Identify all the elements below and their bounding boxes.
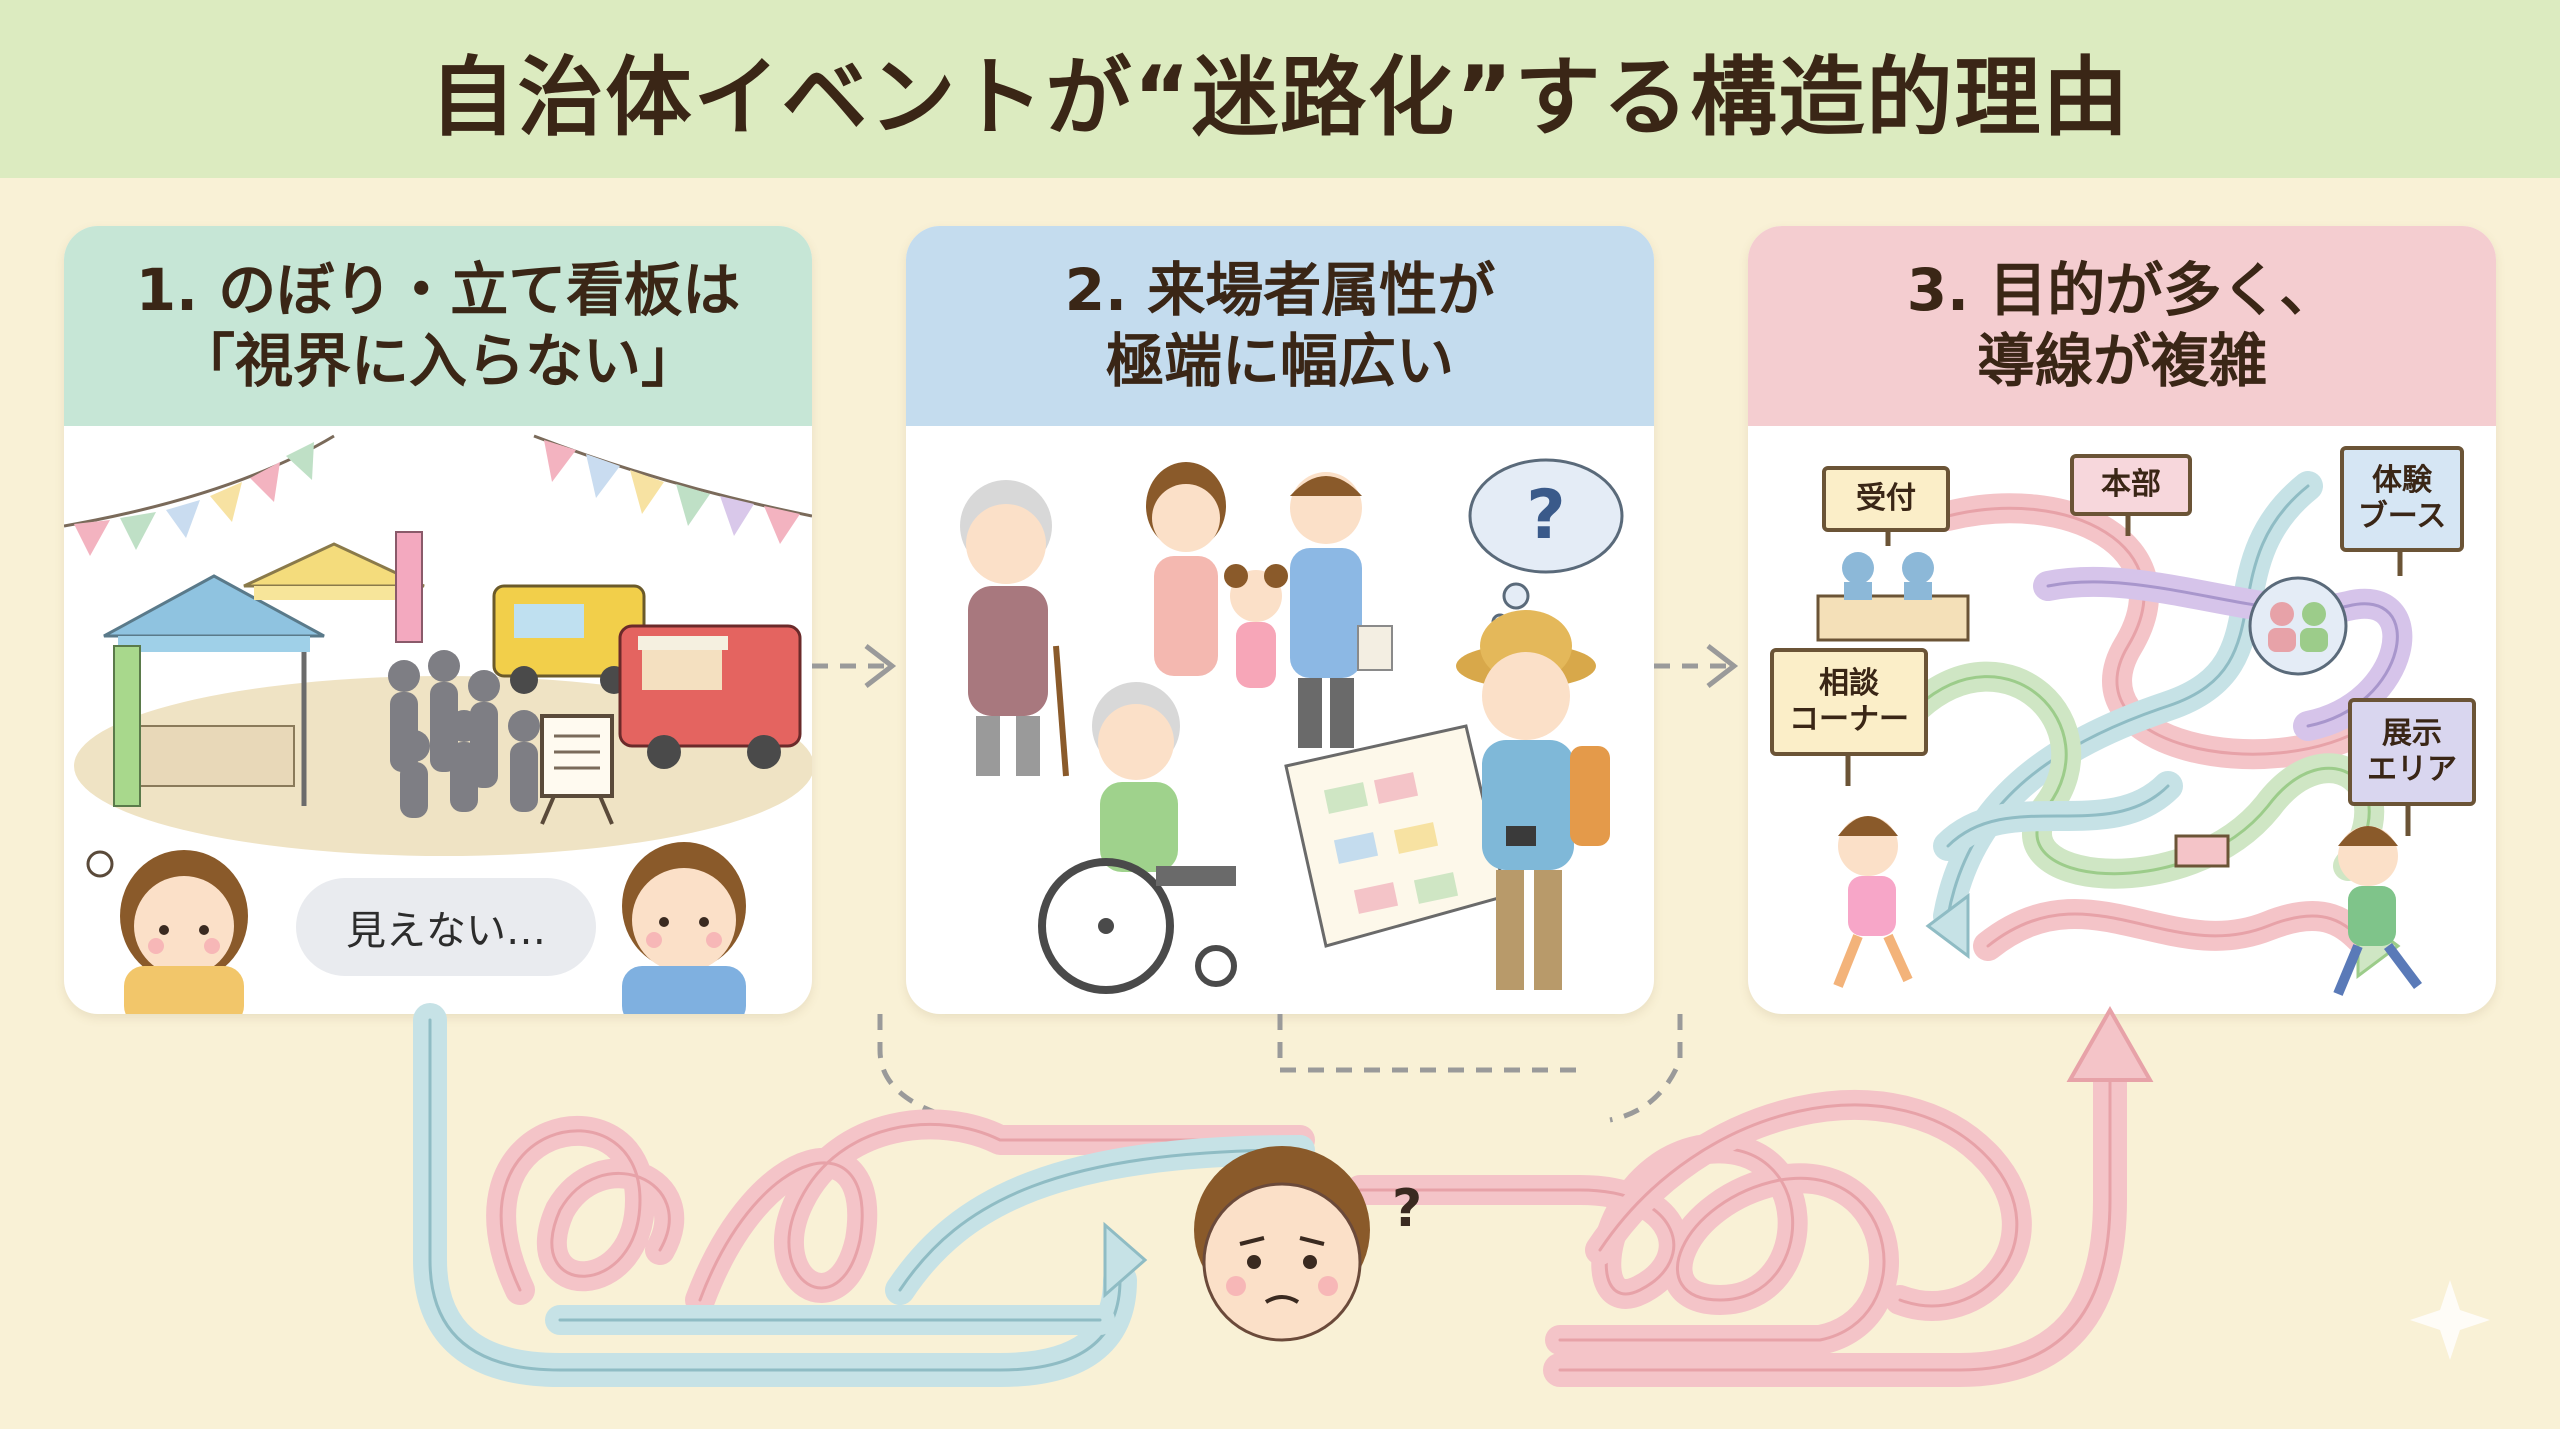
sign-exhibition-area-line-1: 展示 [2382,716,2442,751]
wheelchair-user-icon [1038,682,1237,994]
panel-2-heading: 2. 来場者属性が 極端に幅広い [906,226,1654,426]
confused-girl-icon [86,850,248,1014]
elderly-person-icon [960,480,1069,777]
thought-bubble-icon: ? [1468,458,1624,631]
visitors-illustration: ? [960,458,1624,994]
confused-face-icon [1194,1146,1370,1342]
bottom-maze-icon [413,1003,2127,1387]
running-girl-icon [1833,816,1913,988]
sign-exhibition-area: 展示 エリア [2348,698,2476,806]
crowd-icon [388,650,540,818]
dashed-connectors [877,1014,1683,1123]
maze-paths-illustration [1816,471,2422,996]
panel-2-heading-line-2: 極端に幅広い [1105,327,1454,395]
running-boy-icon [2333,826,2422,996]
panel-1-heading-line-2: 「視界に入らない」 [176,327,699,395]
title-band: 自治体イベントが“迷路化”する構造的理由 [0,0,2560,178]
reception-desk-icon [1816,552,1970,642]
maze-arrow-up-icon [2066,1005,2154,1082]
sign-reception: 受付 [1822,466,1950,532]
signboard-icon [540,714,614,825]
panel-3-heading-line-1: 3. 目的が多く、 [1906,256,2338,325]
table-icon [2174,834,2230,868]
thought-question-mark: ? [1526,476,1565,555]
panel-2-illustration: ? [906,426,1654,1014]
panel-1-heading: 1. のぼり・立て看板は 「視界に入らない」 [64,226,812,426]
sign-exhibition-area-line-2: エリア [2367,752,2457,787]
panel-1-heading-line-1: 1. のぼり・立て看板は [135,256,741,325]
speech-bubble: 見えない… [296,878,596,976]
food-truck-icon [492,584,802,769]
panel-3-heading-line-2: 導線が複雑 [1976,327,2267,395]
maze-arrow-right-icon [1103,1221,1148,1299]
sign-headquarters-label: 本部 [2101,467,2161,502]
sign-consultation-corner: 相談 コーナー [1770,648,1928,756]
sign-experience-booth-line-1: 体験 [2372,463,2432,498]
sign-consultation-corner-line-1: 相談 [1819,666,1879,701]
maze-paths-icon [1903,471,2413,961]
page-title: 自治体イベントが“迷路化”する構造的理由 [429,47,2131,148]
panel-3-illustration: 受付 本部 体験 ブース 相談 コーナー 展示 エリア [1748,426,2496,1014]
panel-3-heading: 3. 目的が多く、 導線が複雑 [1748,226,2496,426]
arrow-right-icon [1706,644,1739,688]
tourist-with-map-icon [1456,610,1610,990]
sign-headquarters: 本部 [2070,454,2192,516]
people-icon [2248,576,2348,676]
bottom-question-mark: ? [1392,1179,1422,1239]
sign-experience-booth-line-2: ブース [2357,499,2447,534]
panel-1-illustration: 見えない… [64,426,812,1014]
sign-experience-booth: 体験 ブース [2340,446,2464,552]
thinking-boy-icon [622,842,746,1014]
pennant-flags-icon [64,434,812,556]
panel-1: 1. のぼり・立て看板は 「視界に入らない」 [64,226,812,1014]
family-icon [1146,462,1393,748]
arrow-right-icon [864,644,897,688]
sign-reception-label: 受付 [1856,481,1916,516]
festival-scene-illustration [64,434,812,1014]
panel-3: 3. 目的が多く、 導線が複雑 [1748,226,2496,1014]
sparkle-icon [2410,1280,2490,1360]
sign-consultation-corner-line-2: コーナー [1789,702,1909,737]
panel-2: 2. 来場者属性が 極端に幅広い [906,226,1654,1014]
panel-2-heading-line-1: 2. 来場者属性が [1064,256,1496,325]
